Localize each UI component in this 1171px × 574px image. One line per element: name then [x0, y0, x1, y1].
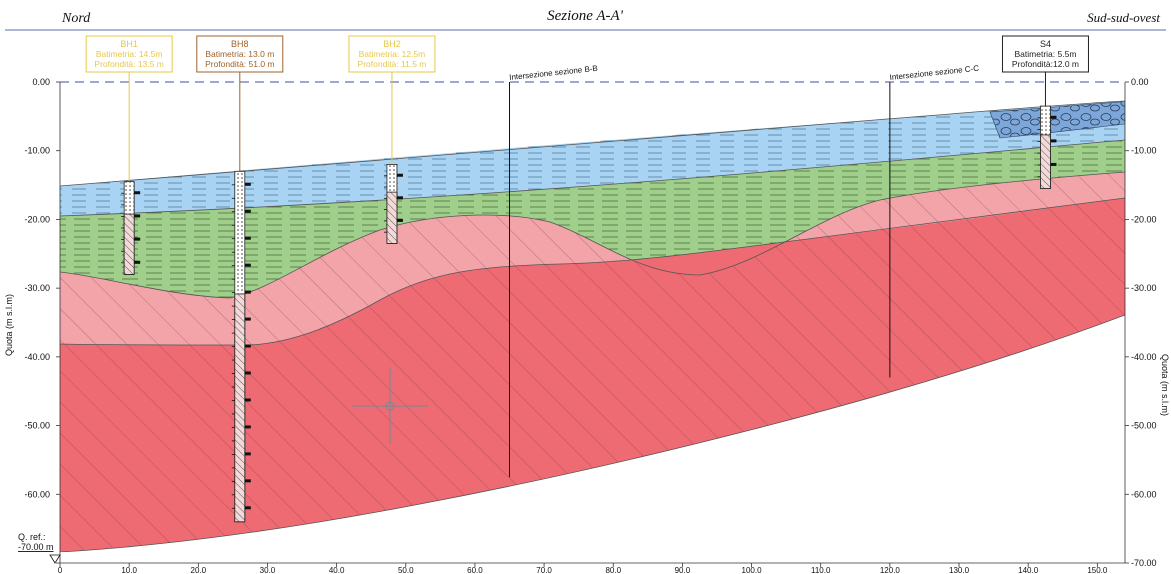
sample-marker: [134, 191, 141, 195]
borehole-name: BH1: [120, 39, 138, 49]
y-tick-label-left: -50.00: [24, 421, 50, 431]
borehole-depth: Profondità: 51.0 m: [205, 59, 274, 69]
x-tick-label: 120.0: [880, 566, 901, 574]
sample-marker: [396, 218, 403, 222]
x-tick-label: 130.0: [949, 566, 970, 574]
sample-marker: [396, 196, 403, 200]
borehole-depth: Profondità:12.0 m: [1012, 59, 1079, 69]
clay-dash-overlay: [60, 140, 1125, 298]
sample-marker: [244, 317, 251, 321]
sample-marker: [244, 290, 251, 294]
sample-marker: [244, 236, 251, 240]
y-tick-label-right: -20.00: [1131, 214, 1157, 224]
sample-marker: [1050, 162, 1057, 166]
south-label: Sud-sud-ovest: [1087, 10, 1160, 25]
x-tick-label: 40.0: [329, 566, 345, 574]
y-axis-left: 0.00 -10.00 -20.00 -30.00 -40.00 -50.00 -60.00: [24, 77, 60, 564]
borehole-name: BH2: [383, 39, 401, 49]
borehole-bathymetry: Batimetria: 14.5m: [96, 49, 163, 59]
borehole-label-box: [196, 35, 284, 73]
y-tick-label-left: 0.00: [32, 77, 50, 87]
x-tick-label: 90.0: [675, 566, 691, 574]
y-axis-label-left: Quota (m s.l.m): [4, 294, 14, 356]
borehole-label-box: [1001, 35, 1089, 73]
boulder-deposit: [989, 100, 1125, 139]
x-tick-label: 10.0: [121, 566, 137, 574]
y-tick-label-right: -10.00: [1131, 146, 1157, 156]
borehole-label-box: [348, 35, 436, 73]
x-axis: 0 10.0 20.0 30.0 40.0 50.0 60.0 70.0 80.0 90.0 100…: [58, 563, 1108, 574]
sample-marker: [244, 452, 251, 456]
borehole-core-rock: [234, 293, 246, 523]
y-axis-label-right: Quota (m s.l.m): [1160, 354, 1170, 416]
y-tick-label-right: -40.00: [1131, 352, 1157, 362]
north-label: Nord: [61, 11, 91, 26]
sample-marker: [244, 182, 251, 186]
borehole-core-rock: [123, 213, 135, 275]
x-tick-label: 50.0: [398, 566, 414, 574]
sample-marker: [244, 344, 251, 348]
sample-marker: [134, 237, 141, 241]
sample-marker: [244, 209, 251, 213]
x-tick-label: 30.0: [260, 566, 276, 574]
sample-marker: [134, 260, 141, 264]
reference-marker-icon: [49, 554, 61, 564]
borehole-depth: Profondità: 13.5 m: [94, 59, 163, 69]
borehole-label-box: [85, 35, 173, 73]
y-tick-label-left: -20.00: [24, 214, 50, 224]
crosshair-icon: [352, 368, 428, 444]
water-dash-overlay: [60, 101, 1125, 216]
sample-marker: [244, 263, 251, 267]
x-tick-label: 100.0: [742, 566, 763, 574]
reference-label: Q. ref.:: [18, 532, 46, 542]
stratigraphy-layers: [60, 100, 1125, 552]
sample-marker: [244, 506, 251, 510]
intersection-label: Intersezione sezione B-B: [509, 64, 598, 82]
hatch-overlay: [60, 172, 1125, 552]
x-tick-label: 150.0: [1087, 566, 1108, 574]
x-tick-label: 70.0: [536, 566, 552, 574]
y-tick-label-right: -50.00: [1131, 421, 1157, 431]
y-tick-label-left: -10.00: [24, 146, 50, 156]
y-tick-label-left: -40.00: [24, 352, 50, 362]
section-title: Sezione A-A': [547, 8, 624, 24]
sample-marker: [244, 425, 251, 429]
borehole-depth: Profondità: 11.5 m: [358, 59, 427, 69]
y-axis-right: 0.00 -10.00 -20.00 -30.00 -40.00 -50.00 -60.00…: [1125, 77, 1157, 568]
borehole-bathymetry: Batimetria: 5.5m: [1015, 49, 1077, 59]
x-tick-label: 80.0: [605, 566, 621, 574]
sample-marker: [244, 398, 251, 402]
x-tick-label: 110.0: [811, 566, 831, 574]
sample-marker: [244, 371, 251, 375]
borehole-name: S4: [1040, 39, 1051, 49]
sample-marker: [134, 214, 141, 218]
y-tick-label-right: -60.00: [1131, 489, 1157, 499]
sample-marker: [1050, 139, 1057, 143]
y-tick-label-right: -70.00: [1131, 558, 1157, 568]
borehole-core-rock: [386, 191, 398, 244]
sample-marker: [396, 173, 403, 177]
sample-marker: [1050, 115, 1057, 119]
borehole-bathymetry: Batimetria: 13.0 m: [205, 49, 274, 59]
x-tick-label: 140.0: [1018, 566, 1039, 574]
y-tick-label-left: -60.00: [24, 489, 50, 499]
borehole-core-rock: [1040, 134, 1051, 189]
y-tick-label-right: -30.00: [1131, 283, 1157, 293]
borehole-bathymetry: Batimetria: 12.5m: [359, 49, 426, 59]
x-tick-label: 60.0: [467, 566, 483, 574]
y-tick-label-left: -30.00: [24, 283, 50, 293]
borehole-name: BH8: [231, 39, 249, 49]
y-tick-label-right: 0.00: [1131, 77, 1149, 87]
x-tick-label: 0: [58, 566, 63, 574]
intersection-label: Intersezione sezione C-C: [889, 64, 979, 82]
x-tick-label: 20.0: [191, 566, 207, 574]
sample-marker: [244, 479, 251, 483]
reference-value: -70.00 m: [18, 542, 54, 552]
